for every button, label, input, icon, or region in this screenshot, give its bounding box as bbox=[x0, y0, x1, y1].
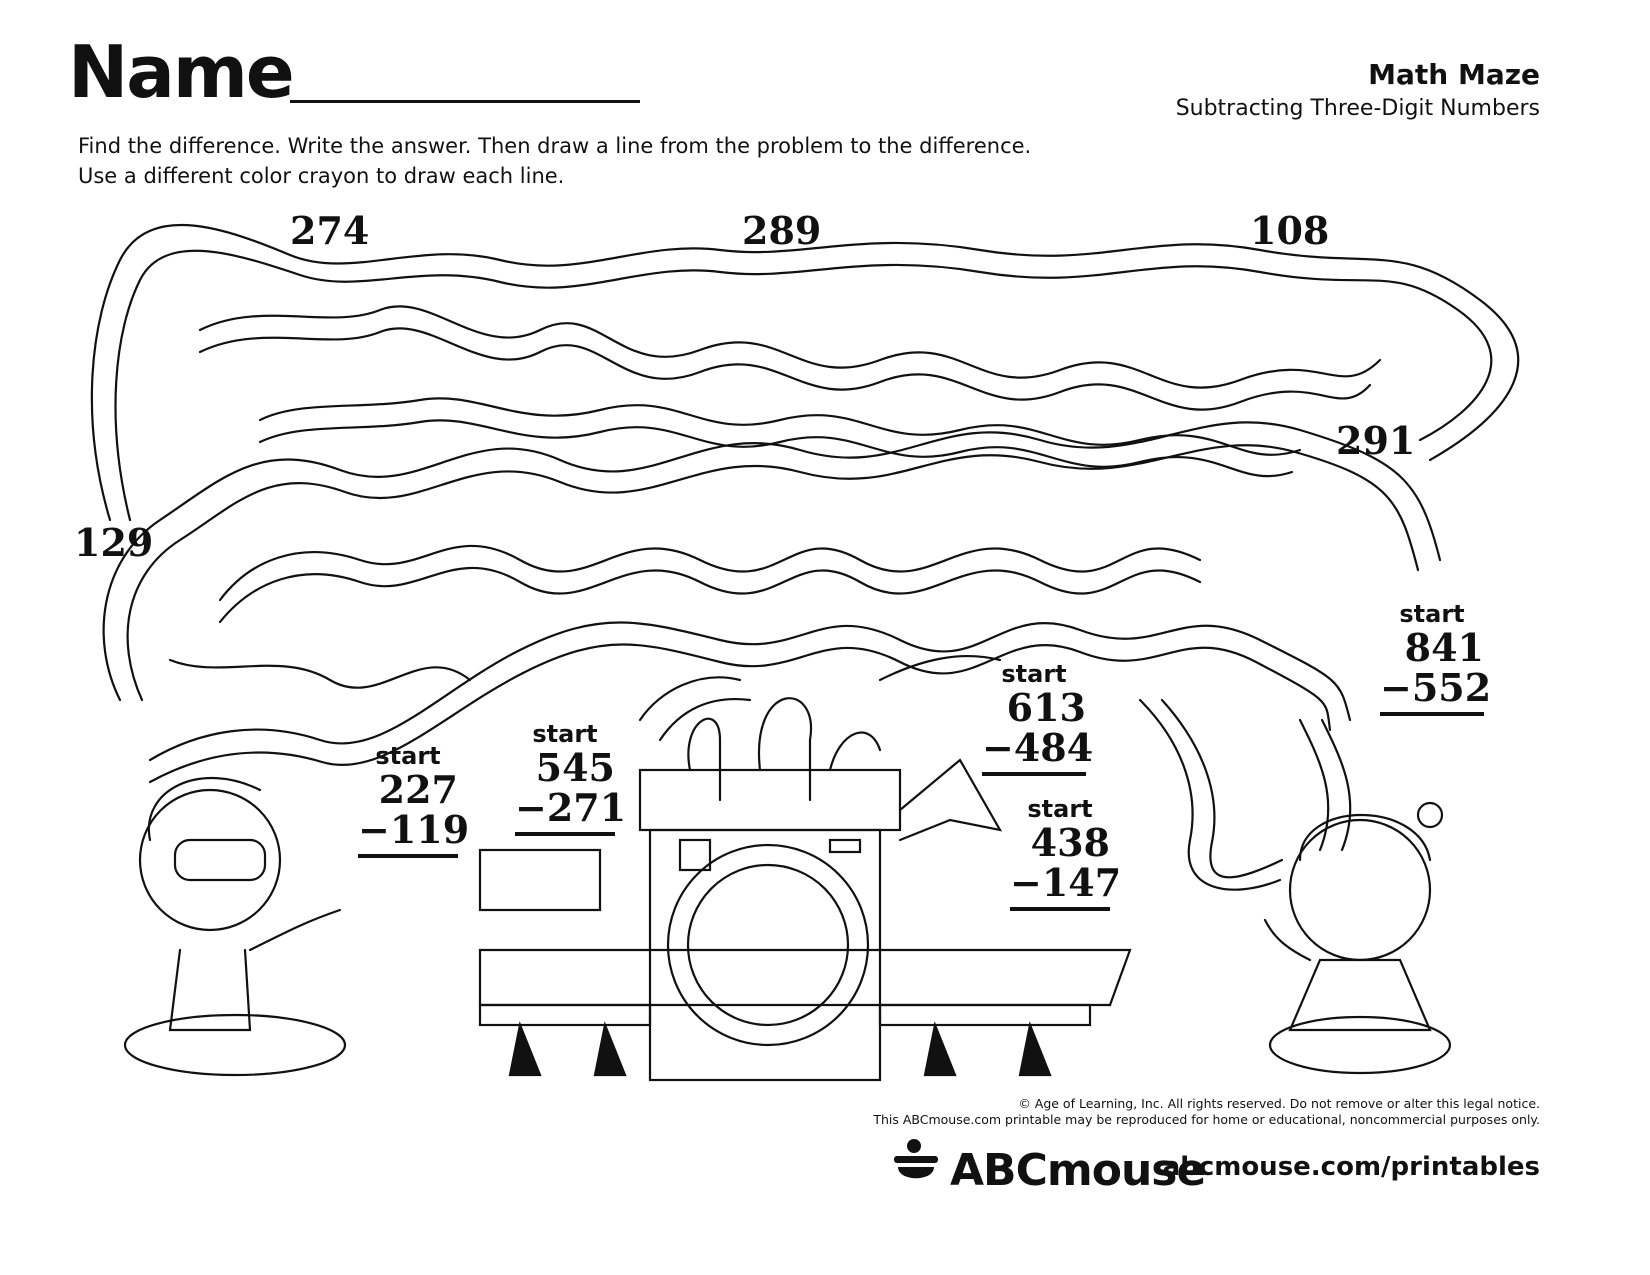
usage-notice: This ABCmouse.com printable may be repro… bbox=[873, 1112, 1540, 1127]
problem-438-147: start 438 −147 bbox=[1010, 795, 1122, 911]
minuend: 545 bbox=[535, 745, 615, 790]
minuend: 841 bbox=[1404, 625, 1484, 670]
answer-108: 108 bbox=[1250, 208, 1330, 253]
minuend: 438 bbox=[1030, 820, 1110, 865]
start-label: start bbox=[1399, 600, 1465, 628]
answer-line[interactable] bbox=[515, 832, 615, 836]
problem-227-119: start 227 −119 bbox=[358, 742, 470, 858]
problem-841-552: start 841 −552 bbox=[1380, 600, 1492, 716]
boy-character bbox=[123, 776, 347, 1077]
answer-line[interactable] bbox=[982, 772, 1086, 776]
answer-291: 291 bbox=[1336, 418, 1416, 463]
subtrahend: −271 bbox=[515, 785, 627, 830]
subtrahend: −484 bbox=[982, 725, 1094, 770]
answer-274: 274 bbox=[290, 208, 370, 253]
minuend: 613 bbox=[1006, 685, 1086, 730]
maze-paths bbox=[90, 224, 1520, 891]
problem-613-484: start 613 −484 bbox=[982, 660, 1094, 776]
printables-url[interactable]: abcmouse.com/printables bbox=[1162, 1152, 1540, 1182]
answer-line[interactable] bbox=[1010, 907, 1110, 911]
worksheet-title: Math Maze bbox=[1368, 58, 1540, 91]
machine-drawing bbox=[478, 697, 1132, 1082]
instruction-line-2: Use a different color crayon to draw eac… bbox=[78, 164, 565, 188]
subtrahend: −147 bbox=[1010, 860, 1122, 905]
worksheet-subtitle: Subtracting Three-Digit Numbers bbox=[1175, 96, 1540, 121]
answer-line[interactable] bbox=[1380, 712, 1484, 716]
abcmouse-logo-icon bbox=[894, 1139, 938, 1179]
start-label: start bbox=[1027, 795, 1093, 823]
answer-line[interactable] bbox=[358, 854, 458, 858]
legal-notice: © Age of Learning, Inc. All rights reser… bbox=[1018, 1096, 1540, 1111]
problem-545-271: start 545 −271 bbox=[515, 720, 627, 836]
girl-character bbox=[1263, 801, 1452, 1075]
answer-289: 289 bbox=[742, 208, 822, 253]
subtrahend: −552 bbox=[1380, 665, 1492, 710]
subtrahend: −119 bbox=[358, 807, 470, 852]
minuend: 227 bbox=[378, 767, 458, 812]
instruction-line-1: Find the difference. Write the answer. T… bbox=[78, 134, 1032, 158]
start-label: start bbox=[375, 742, 441, 770]
brand-name: ABCmouse bbox=[950, 1145, 1206, 1196]
name-label: Name bbox=[68, 30, 295, 114]
name-write-line[interactable] bbox=[290, 100, 640, 103]
start-label: start bbox=[532, 720, 598, 748]
start-label: start bbox=[1001, 660, 1067, 688]
answer-129: 129 bbox=[74, 520, 154, 565]
